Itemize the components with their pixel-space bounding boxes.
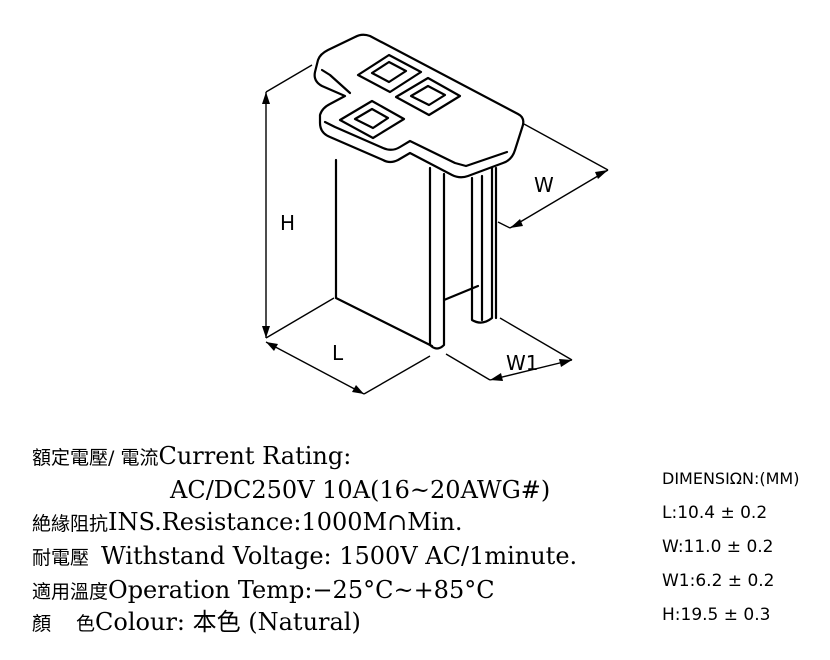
dimension-l: L:10.4 ± 0.2 [662, 503, 768, 523]
spec-current-rating-en: Current Rating: [158, 442, 352, 470]
connector-slot-2 [394, 76, 462, 117]
dimension-h: H:19.5 ± 0.3 [662, 605, 771, 625]
connector-slot-3 [338, 99, 406, 140]
connector-cap-outline [313, 33, 525, 179]
spec-colour-cjk: 顏 色 [32, 613, 96, 635]
dim-label-w1: W1 [506, 351, 539, 375]
spec-rating-value: AC/DC250V 10A(16~20AWG#) [170, 476, 551, 504]
spec-ins-resistance-cjk: 絶緣阻抗 [32, 513, 109, 535]
connector-body [334, 158, 434, 348]
dimension-w: W:11.0 ± 0.2 [662, 537, 774, 557]
connector-slot-1 [356, 53, 423, 94]
spec-current-rating-cjk: 額定電壓/ 電流 [32, 447, 159, 469]
spec-ins-resistance-en: INS.Resistance:1000M∩Min. [108, 508, 463, 536]
spec-ins-resistance: 絶緣阻抗INS.Resistance:1000M∩Min. [32, 506, 463, 540]
connector-drawing: H L W W1 [262, 33, 609, 395]
dim-label-l: L [332, 341, 344, 365]
spec-withstand-voltage-cjk: 耐電壓 [32, 547, 90, 569]
spec-operation-temp: 適用溫度Operation Temp:−25°C~+85°C [32, 574, 495, 608]
dim-label-w: W [534, 173, 554, 197]
dimension-title: DIMENSIΩN:(MM) [662, 469, 800, 488]
dimension-w1: W1:6.2 ± 0.2 [662, 571, 775, 591]
spec-withstand-voltage-en: Withstand Voltage: 1500V AC/1minute. [101, 542, 578, 570]
dim-label-h: H [280, 211, 295, 235]
dimension-table: DIMENSIΩN:(MM) L:10.4 ± 0.2 W:11.0 ± 0.2… [662, 462, 799, 632]
spec-operation-temp-en: Operation Temp:−25°C~+85°C [108, 576, 495, 604]
spec-current-rating: 額定電壓/ 電流Current Rating: [32, 440, 351, 474]
spec-operation-temp-cjk: 適用溫度 [32, 581, 109, 603]
spec-colour: 顏 色Colour: 本色 (Natural) [32, 606, 361, 640]
spec-withstand-voltage: 耐電壓 Withstand Voltage: 1500V AC/1minute. [32, 540, 577, 574]
spec-colour-en: Colour: 本色 (Natural) [95, 608, 361, 636]
